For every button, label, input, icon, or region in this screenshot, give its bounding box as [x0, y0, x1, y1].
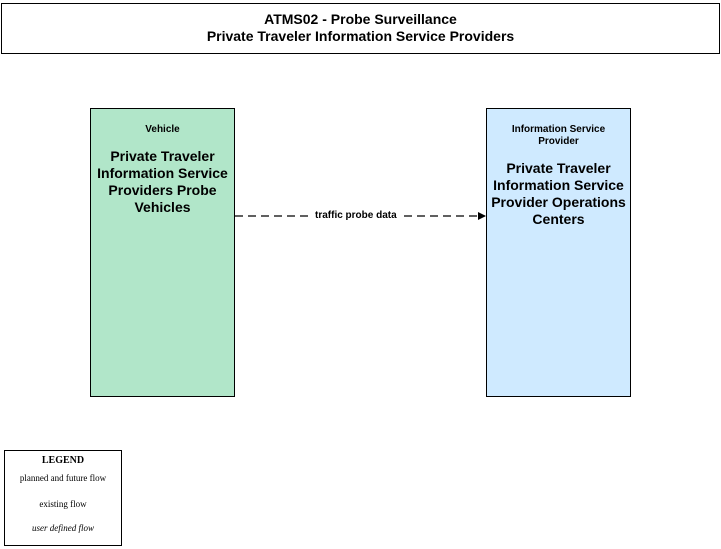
entity-vehicle-box: Vehicle Private Traveler Information Ser…	[90, 108, 235, 397]
entity-class-label: Vehicle	[145, 124, 180, 135]
entity-class-label: Information Service Provider	[511, 124, 606, 147]
legend-box: LEGEND planned and future flow existing …	[4, 450, 122, 546]
legend-item-existing: existing flow	[39, 499, 87, 509]
diagram-subtitle: Private Traveler Information Service Pro…	[206, 28, 515, 44]
legend-item-planned: planned and future flow	[19, 473, 107, 483]
legend-title: LEGEND	[41, 455, 85, 466]
entity-name: Private Traveler Information Service Pro…	[97, 148, 228, 215]
entity-isp-box: Information Service Provider Private Tra…	[486, 108, 631, 397]
legend-item-user-defined: user defined flow	[32, 523, 94, 533]
diagram-title-box: ATMS02 - Probe Surveillance Private Trav…	[1, 3, 720, 54]
flow-label: traffic probe data	[313, 209, 399, 222]
entity-name: Private Traveler Information Service Pro…	[491, 160, 626, 227]
diagram-title: ATMS02 - Probe Surveillance	[264, 11, 457, 27]
